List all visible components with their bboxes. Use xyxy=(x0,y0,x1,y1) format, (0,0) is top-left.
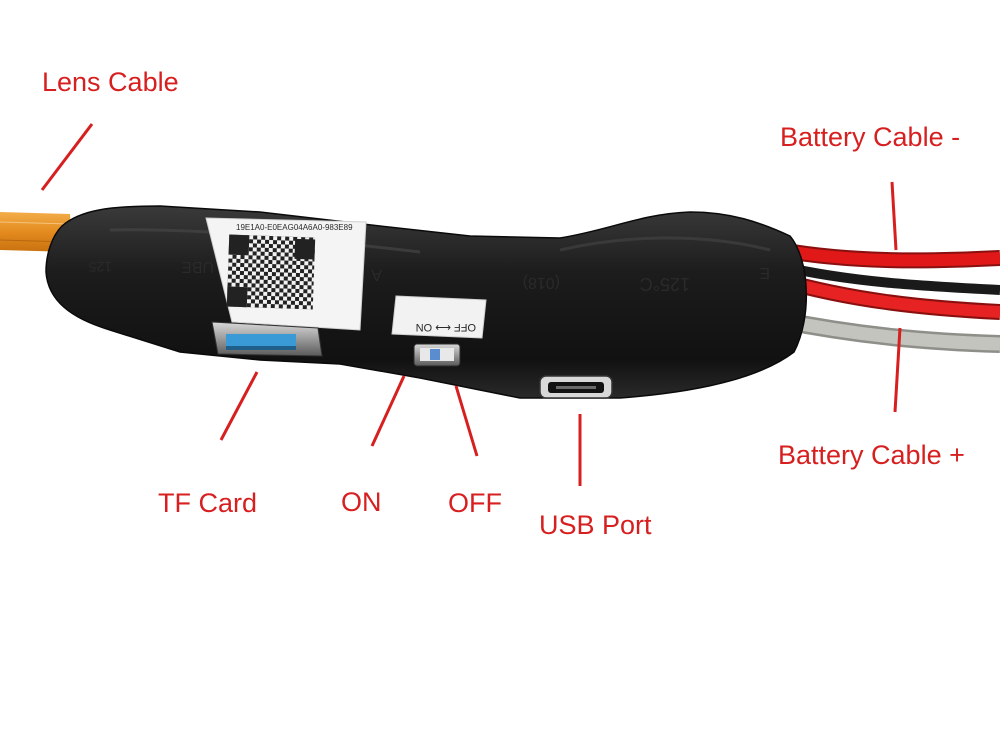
pointer-on xyxy=(370,375,406,447)
pointer-lens-cable xyxy=(40,123,94,191)
battery-wires xyxy=(777,242,1000,353)
pointer-battery-pos xyxy=(893,327,902,413)
print-left-2: UBE xyxy=(181,258,214,275)
pointer-tf-card xyxy=(219,371,259,441)
print-left-1: 125 xyxy=(88,259,112,275)
print-right-1: 125°C xyxy=(640,274,690,294)
print-mid-1: A xyxy=(371,266,382,283)
label-lens-cable: Lens Cable xyxy=(42,67,179,97)
label-tf-card: TF Card xyxy=(158,488,258,518)
label-on: ON xyxy=(341,487,382,517)
label-usb-port: USB Port xyxy=(539,510,652,540)
label-battery-cable-pos: Battery Cable + xyxy=(778,440,965,470)
pointer-lines xyxy=(40,123,902,486)
usb-port[interactable] xyxy=(539,375,613,399)
power-switch[interactable] xyxy=(413,343,461,367)
print-mid-2: (018) xyxy=(523,274,560,291)
label-battery-cable-neg: Battery Cable - xyxy=(780,122,961,152)
tf-card-slot[interactable] xyxy=(211,321,323,357)
print-right-2: E xyxy=(759,264,770,281)
sticker-code: 19E1A0-E0EAG04A6A0-983E89 xyxy=(236,223,353,232)
qr-sticker: 19E1A0-E0EAG04A6A0-983E89 xyxy=(205,217,367,331)
pointer-off xyxy=(454,385,479,457)
label-off: OFF xyxy=(448,488,502,518)
pointer-battery-neg xyxy=(890,181,898,251)
switch-text: OFF ⟷ ON xyxy=(416,321,476,333)
switch-label: OFF ⟷ ON xyxy=(391,295,487,339)
